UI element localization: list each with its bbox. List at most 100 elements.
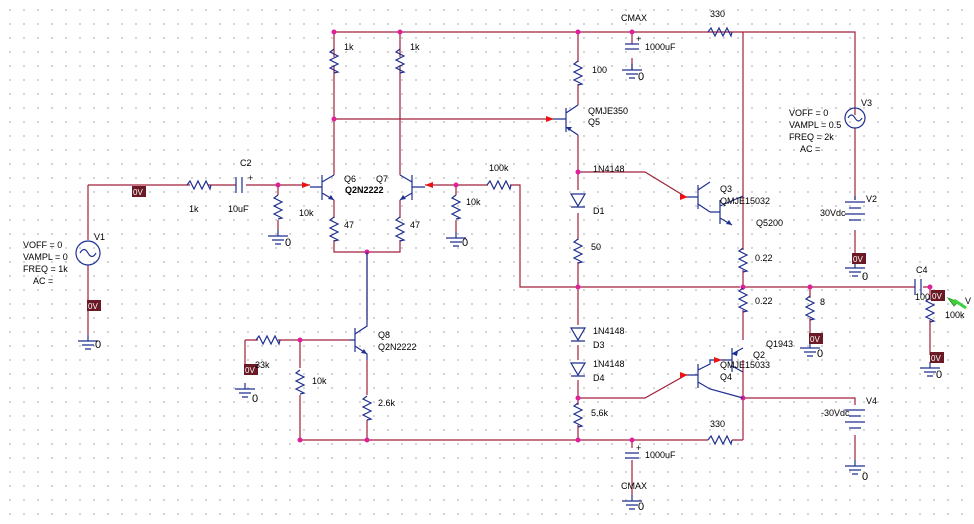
resistor-r-q8b[interactable]	[255, 335, 281, 345]
svg-text:5.6k: 5.6k	[591, 408, 609, 418]
voltage-marker-q8-left[interactable]: 0V	[244, 364, 258, 375]
svg-text:Q5: Q5	[588, 117, 600, 127]
resistor-r-fb[interactable]	[486, 180, 512, 190]
source-v1[interactable]	[75, 240, 101, 266]
svg-text:AC =: AC =	[33, 276, 53, 286]
resistor-rin[interactable]	[186, 180, 212, 190]
voltage-marker-zobel[interactable]: 0V	[809, 333, 823, 344]
resistor-r-zobel[interactable]	[805, 295, 815, 321]
resistor-r-out-bot[interactable]	[738, 287, 748, 313]
capacitor-cmax-bot[interactable]: +	[624, 443, 641, 459]
svg-text:CMAX: CMAX	[621, 13, 647, 23]
svg-text:Q2N2222: Q2N2222	[378, 342, 417, 352]
voltage-marker-v1-bot[interactable]: 0V	[87, 300, 101, 311]
ground-label: 0	[817, 348, 823, 360]
resistor-r-q6b[interactable]	[273, 194, 283, 220]
svg-text:1k: 1k	[410, 42, 420, 52]
svg-text:VAMPL = 0.5: VAMPL = 0.5	[789, 120, 841, 130]
resistor-r-bot330[interactable]	[707, 435, 733, 445]
diode-d3[interactable]	[569, 327, 587, 342]
svg-text:0.22: 0.22	[755, 296, 773, 306]
resistor-r-q8bg[interactable]	[295, 369, 305, 395]
svg-text:V2: V2	[866, 194, 877, 204]
svg-text:100k: 100k	[489, 163, 509, 173]
svg-text:V4: V4	[866, 396, 877, 406]
transistor-q2[interactable]	[680, 347, 744, 399]
ground-label: 0	[285, 237, 291, 249]
svg-text:1000uF: 1000uF	[645, 450, 676, 460]
svg-text:Q4: Q4	[720, 372, 732, 382]
resistor-r-q7b[interactable]	[451, 194, 461, 220]
svg-text:Q3: Q3	[720, 184, 732, 194]
ground-label: 0	[95, 339, 101, 351]
svg-text:0V: 0V	[931, 354, 941, 363]
svg-text:Q5200: Q5200	[756, 218, 783, 228]
diode-d1[interactable]	[569, 193, 587, 208]
wire-net	[87, 31, 931, 495]
svg-text:100: 100	[915, 292, 930, 302]
transistor-q6[interactable]	[302, 174, 335, 201]
ground-label: 0	[638, 71, 644, 83]
voltage-marker-v2-bot[interactable]: 0V	[852, 253, 866, 264]
resistor-r-5k6[interactable]	[573, 402, 583, 428]
resistor-r-q8e[interactable]	[362, 395, 372, 421]
svg-text:0V: 0V	[133, 188, 143, 197]
resistor-r-out-top[interactable]	[738, 247, 748, 273]
svg-text:QMJE15032: QMJE15032	[720, 196, 770, 206]
source-v2[interactable]	[845, 196, 865, 221]
component-labels: 1k 1k 100 330 CMAX 1000uF QMJE350 Q5 C2 …	[23, 9, 965, 491]
source-v4[interactable]	[845, 409, 865, 429]
capacitor-c2[interactable]: +	[235, 173, 253, 193]
svg-text:AC =: AC =	[800, 144, 820, 154]
svg-text:VOFF = 0: VOFF = 0	[23, 240, 62, 250]
svg-text:47: 47	[410, 220, 420, 230]
junction-dots	[275, 29, 933, 443]
diode-d4[interactable]	[569, 362, 587, 377]
capacitor-c4[interactable]	[914, 279, 922, 295]
svg-text:1k: 1k	[344, 42, 354, 52]
transistor-q7[interactable]	[399, 174, 433, 201]
resistor-r-q6e[interactable]	[329, 216, 339, 242]
svg-text:D3: D3	[593, 340, 605, 350]
voltage-marker-out[interactable]: 0V	[931, 290, 945, 301]
voltage-marker-load[interactable]: 0V	[930, 352, 944, 363]
svg-text:Q8: Q8	[378, 330, 390, 340]
svg-text:100k: 100k	[945, 310, 965, 320]
svg-text:330: 330	[710, 419, 725, 429]
svg-text:1000uF: 1000uF	[645, 42, 676, 52]
voltage-marker-v1-top[interactable]: 0V	[132, 186, 146, 197]
svg-text:CMAX: CMAX	[621, 481, 647, 491]
ground-label: 0	[638, 501, 644, 513]
svg-text:47: 47	[344, 220, 354, 230]
svg-text:D1: D1	[593, 206, 605, 216]
transistor-q5[interactable]	[546, 104, 579, 136]
resistor-r-q5e[interactable]	[573, 60, 583, 86]
svg-text:0V: 0V	[88, 302, 98, 311]
svg-text:VOFF = 0: VOFF = 0	[789, 108, 828, 118]
capacitor-cmax-top[interactable]: +	[624, 34, 641, 50]
svg-text:10k: 10k	[299, 208, 314, 218]
svg-text:Q2: Q2	[753, 350, 765, 360]
probe-marker-icon[interactable]: V	[946, 296, 971, 310]
svg-text:+: +	[636, 34, 641, 44]
svg-text:100: 100	[592, 65, 607, 75]
resistor-r-bias50[interactable]	[573, 238, 583, 264]
svg-text:FREQ = 1k: FREQ = 1k	[23, 264, 68, 274]
transistor-q3[interactable]	[680, 181, 744, 226]
resistor-r-q7e[interactable]	[395, 216, 405, 242]
svg-text:0V: 0V	[810, 335, 820, 344]
svg-text:0V: 0V	[932, 292, 942, 301]
svg-text:V3: V3	[861, 98, 872, 108]
svg-text:Q2N2222: Q2N2222	[345, 185, 384, 195]
svg-text:V: V	[965, 296, 971, 306]
transistor-q8[interactable]	[350, 252, 368, 360]
svg-text:Q6: Q6	[344, 174, 356, 184]
svg-text:30Vdc: 30Vdc	[820, 208, 846, 218]
ground-label: 0	[936, 369, 942, 381]
svg-text:330: 330	[710, 9, 725, 19]
svg-text:V1: V1	[94, 232, 105, 242]
ground-label: 0	[462, 237, 468, 249]
source-v3[interactable]	[844, 107, 866, 129]
